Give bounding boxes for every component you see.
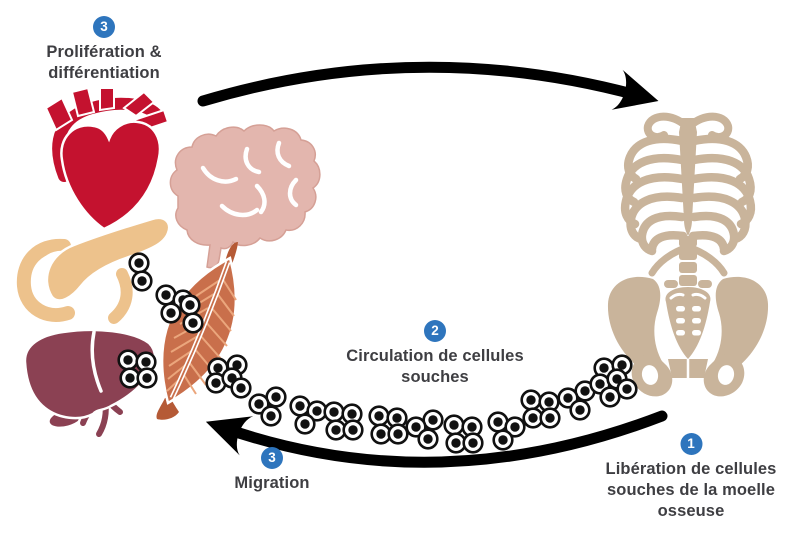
step-migration: 3 Migration: [202, 447, 342, 494]
pancreas-icon: [14, 216, 171, 327]
skeleton-icon: [607, 112, 769, 397]
stem-cell-cluster: [557, 380, 596, 421]
arrow-bottom: [205, 410, 668, 468]
stem-cell-cluster: [520, 389, 561, 429]
stem-cell-cluster: [248, 386, 287, 427]
stem-cell-cluster: [128, 252, 153, 292]
stem-cell-cluster: [289, 395, 328, 435]
stem-cells-layer: [117, 252, 638, 454]
stem-cell-cluster: [405, 409, 444, 450]
pelvis: [607, 276, 769, 397]
stem-cell-cluster: [179, 294, 204, 334]
step-badge-liberation: 1: [680, 433, 702, 455]
arrow-top: [197, 61, 659, 110]
ribs-right: [684, 134, 756, 277]
stem-cell-cluster: [368, 405, 409, 445]
step-label-migration: Migration: [234, 474, 310, 492]
step-label-liberation: Libération de cellules souches de la moe…: [605, 460, 777, 521]
stem-cell-cluster: [323, 401, 364, 441]
ribs-left: [620, 134, 692, 277]
step-proliferation: 3 Prolifération & différentiation: [19, 16, 189, 84]
step-liberation: 1 Libération de cellules souches de la m…: [589, 433, 794, 522]
step-label-circulation: Circulation de cellules souches: [346, 347, 524, 387]
step-badge-circulation: 2: [424, 320, 446, 342]
heart-icon: [44, 86, 170, 231]
brain-icon: [169, 124, 321, 269]
sacral-foramina: [676, 306, 701, 336]
stem-cell-cluster: [443, 414, 484, 454]
step-badge-migration: 3: [261, 447, 283, 469]
stem-cell-cluster: [117, 349, 158, 389]
stem-cell-cluster: [487, 411, 526, 451]
stem-cell-cluster: [589, 354, 638, 408]
stem-cell-cluster: [205, 354, 252, 399]
step-label-proliferation: Prolifération & différentiation: [46, 43, 162, 83]
step-badge-proliferation: 3: [93, 16, 115, 38]
brain-sulci: [200, 140, 299, 218]
step-circulation: 2 Circulation de cellules souches: [325, 320, 545, 388]
